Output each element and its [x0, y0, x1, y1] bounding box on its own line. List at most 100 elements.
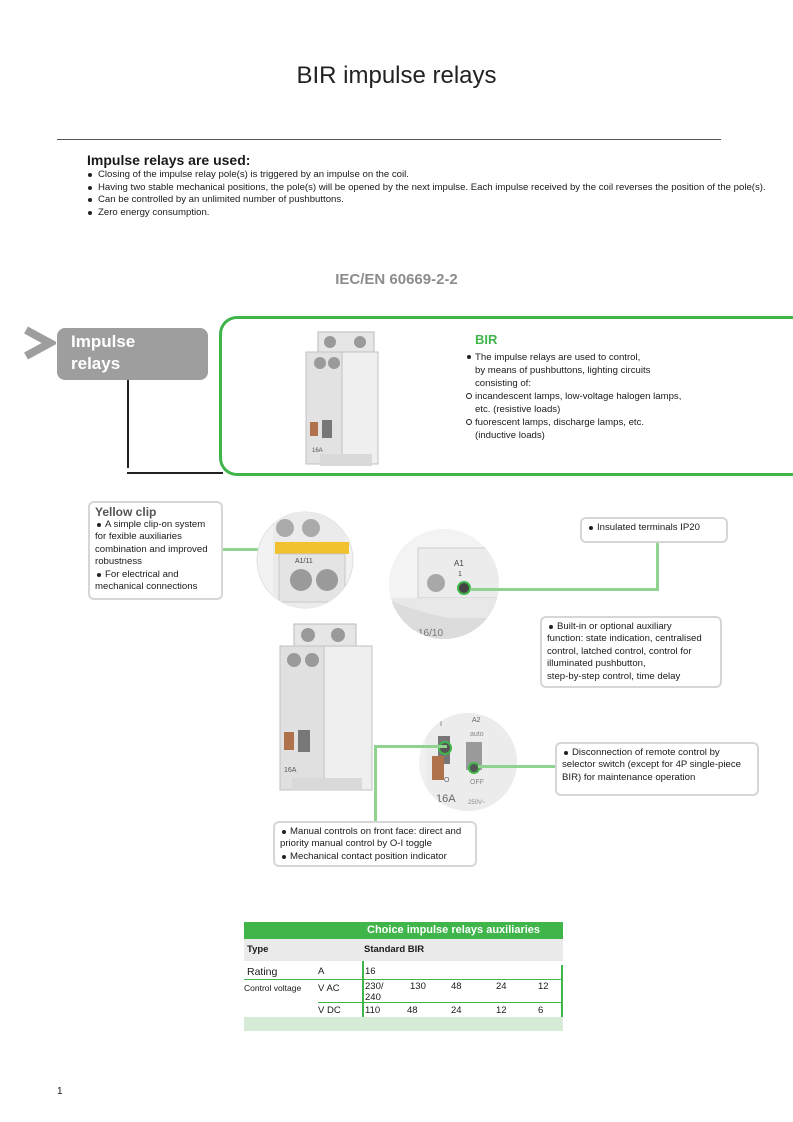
table-header: Choice impulse relays auxiliaries: [363, 922, 563, 939]
callout-line: function: state indication, centralised: [547, 633, 702, 645]
standard-reference: IEC/EN 60669-2-2: [335, 271, 458, 288]
table-subheader-band: [244, 939, 563, 961]
page-number: 1: [57, 1086, 63, 1097]
title-divider: [57, 139, 721, 140]
callout-line: For electrical and: [95, 569, 216, 581]
callout-connector: [478, 765, 558, 768]
callout-line: illuminated pushbutton,: [547, 658, 646, 670]
type-value: Standard BIR: [364, 944, 425, 955]
terminal-1-label: 1: [458, 571, 462, 578]
callout-line: control, latched control, control for: [547, 645, 692, 657]
description-line: etc. (resistive loads): [475, 404, 561, 415]
selector-auto-label: auto: [470, 731, 484, 738]
product-panel: [219, 316, 793, 476]
rating-label: Rating: [247, 966, 278, 978]
callout-title: Yellow clip: [95, 505, 157, 519]
vac-value-extra: 240: [365, 992, 381, 1003]
switch-o-label: O: [444, 777, 450, 784]
table-footer-band: [244, 1017, 563, 1031]
vac-unit: V AC: [318, 983, 340, 994]
vac-value: 12: [538, 981, 549, 992]
intro-bullet: Can be controlled by an unlimited number…: [87, 194, 777, 207]
callout-line: BIR) for maintenance operation: [562, 771, 696, 783]
selector-off-label: OFF: [470, 779, 484, 786]
vdc-value: 12: [496, 1005, 507, 1016]
disconnection-callout: Disconnection of remote control by selec…: [555, 742, 759, 796]
callout-connector: [656, 543, 659, 589]
description-line: (inductive loads): [475, 430, 545, 441]
auxiliaries-table: Choice impulse relays auxiliaries Type S…: [244, 922, 563, 1034]
description-line: The impulse relays are used to control,: [466, 351, 716, 364]
voltage-label: 250V~: [468, 800, 486, 806]
vac-value: 24: [496, 981, 507, 992]
callout-line: priority manual control by O-I toggle: [280, 838, 432, 850]
description-line: consisting of:: [475, 378, 531, 389]
table-divider: [561, 965, 563, 1017]
callout-line: Manual controls on front face: direct an…: [280, 826, 470, 838]
callout-line: robustness: [95, 556, 142, 568]
callout-line: step-by-step control, time delay: [547, 670, 681, 682]
section-tab-line1: Impulse: [71, 332, 136, 351]
table-divider: [362, 961, 364, 1017]
callout-line: Built-in or optional auxiliary: [547, 621, 715, 633]
callout-line: Insulated terminals IP20: [587, 522, 721, 534]
intro-bullet: Having two stable mechanical positions, …: [87, 182, 777, 195]
connector-line: [127, 380, 129, 468]
intro-heading: Impulse relays are used:: [87, 152, 251, 168]
page-title: BIR impulse relays: [296, 62, 497, 89]
vdc-unit: V DC: [318, 1005, 341, 1016]
rating-unit: A: [318, 966, 325, 977]
model-label: BIR-16/10: [398, 628, 443, 639]
callout-line: combination and improved: [95, 543, 208, 555]
vdc-value: 110: [365, 1005, 381, 1016]
section-tab: Impulse relays: [57, 328, 208, 380]
selector-zoom-image: A2 I auto O OFF 16A 250V~: [419, 713, 517, 811]
vac-value: 48: [451, 981, 462, 992]
terminal-a1-label: A1: [454, 559, 464, 568]
callout-connector: [470, 588, 659, 591]
callout-line: Mechanical contact position indicator: [280, 851, 470, 863]
relay-rating-label: 16A: [284, 767, 297, 774]
table-header-band: [244, 922, 363, 939]
product-description: The impulse relays are used to control, …: [466, 351, 716, 442]
vdc-value: 24: [451, 1005, 462, 1016]
vdc-value: 48: [407, 1005, 418, 1016]
selector-a2-label: A2: [472, 717, 481, 724]
terminals-callout: Insulated terminals IP20: [580, 517, 728, 543]
yellow-clip-callout: Yellow clip A simple clip-on system for …: [88, 501, 223, 600]
section-tab-line2: relays: [71, 354, 121, 373]
description-line: fuorescent lamps, discharge lamps, etc.: [466, 416, 716, 429]
connector-line: [127, 472, 223, 474]
control-voltage-label: Control voltage: [244, 983, 302, 993]
intro-bullet: Closing of the impulse relay pole(s) is …: [87, 169, 777, 182]
callout-connector: [375, 745, 447, 748]
vac-value: 130: [410, 981, 426, 992]
description-line: incandescent lamps, low-voltage halogen …: [466, 390, 716, 403]
manual-controls-callout: Manual controls on front face: direct an…: [273, 821, 477, 867]
vdc-value: 6: [538, 1005, 544, 1016]
callout-line: A simple clip-on system: [95, 519, 216, 531]
callout-connector: [374, 745, 377, 823]
clip-zoom-image: A1/11: [256, 511, 354, 609]
table-row-divider: [244, 979, 563, 980]
zoom-rating-label: 16A: [436, 793, 456, 805]
intro-list: Closing of the impulse relay pole(s) is …: [87, 169, 777, 219]
rating-value: 16: [365, 966, 376, 977]
relay-product-image: 16A: [305, 331, 379, 466]
switch-i-label: I: [440, 721, 442, 728]
callout-line: selector switch (except for 4P single-pi…: [562, 759, 741, 771]
chevron-right-icon: [24, 326, 56, 360]
table-row-divider: [318, 1002, 563, 1003]
callout-connector: [223, 548, 278, 551]
callout-line: Disconnection of remote control by: [562, 747, 752, 759]
description-line: by means of pushbuttons, lighting circui…: [475, 365, 651, 376]
terminal-zoom-image: A1 1 BIR-16/10: [389, 529, 499, 639]
intro-bullet: Zero energy consumption.: [87, 207, 777, 220]
callout-line: for fexible auxiliaries: [95, 531, 182, 543]
type-label: Type: [247, 944, 269, 955]
relay-rating-label: 16A: [312, 448, 323, 454]
terminal-pair-label: A1/11: [295, 558, 313, 565]
auxiliary-callout: Built-in or optional auxiliary function:…: [540, 616, 722, 688]
product-heading: BIR: [475, 332, 498, 347]
relay-main-image: 16A: [279, 623, 373, 791]
